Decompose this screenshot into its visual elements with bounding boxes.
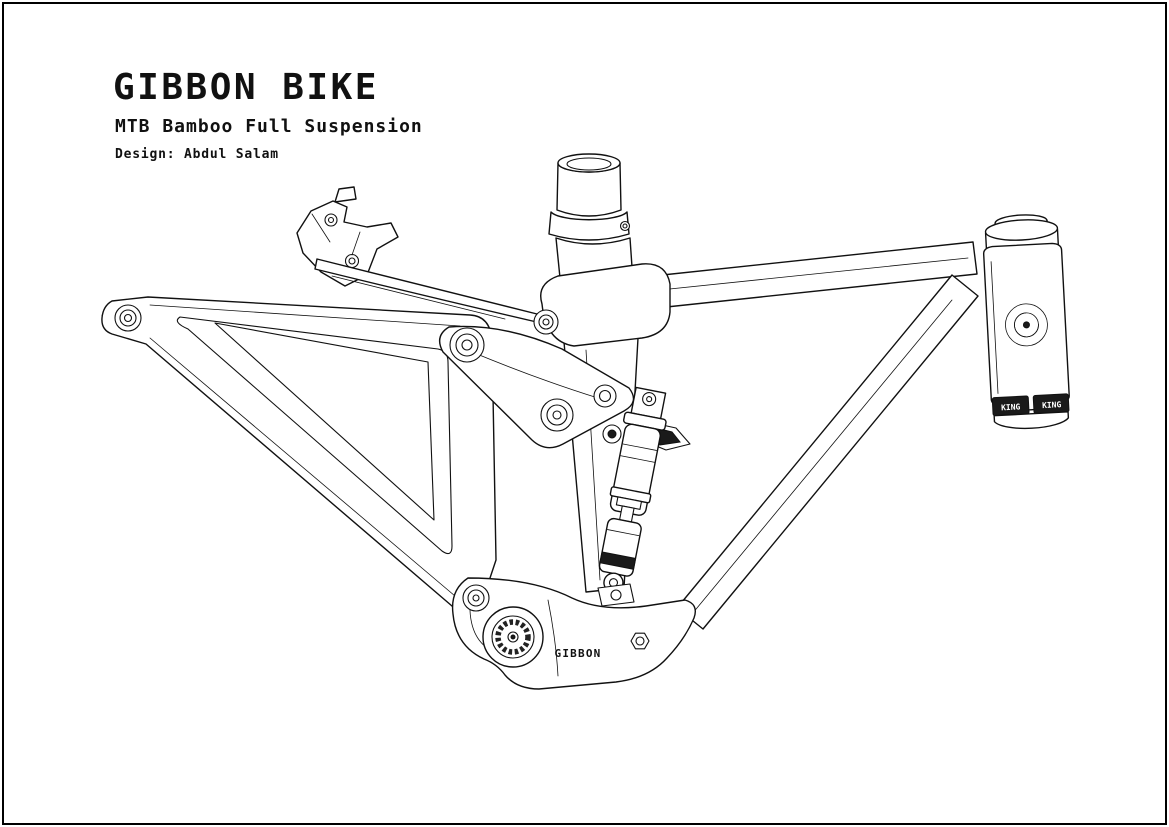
rear-shock bbox=[598, 386, 667, 593]
swingarm-bb-pivot bbox=[462, 584, 490, 612]
seatpost bbox=[556, 153, 622, 217]
top-tube bbox=[652, 241, 978, 309]
bottom-bracket-shell: GIBBON bbox=[451, 577, 697, 690]
shock-lower-mount bbox=[597, 583, 635, 607]
design-credit: Design: Abdul Salam bbox=[115, 147, 279, 162]
seatpost-opening bbox=[566, 157, 612, 171]
down-tube bbox=[676, 274, 979, 630]
spindle-splines bbox=[495, 619, 531, 655]
title-block: GIBBON BIKE MTB Bamboo Full Suspension D… bbox=[113, 67, 423, 163]
link-pin-bolt bbox=[593, 384, 617, 408]
rocker-pivot-bolt bbox=[540, 398, 574, 432]
head-badge-logo bbox=[1005, 303, 1048, 347]
page-title: GIBBON BIKE bbox=[113, 67, 379, 108]
rear-dropout-pivot bbox=[114, 304, 142, 332]
rocker-link bbox=[438, 309, 635, 449]
crank-spindle bbox=[482, 606, 544, 668]
page-subtitle: MTB Bamboo Full Suspension bbox=[115, 116, 423, 137]
seat-tube-pivot-bolt bbox=[533, 309, 559, 335]
headset-ring-text-right: KING bbox=[1042, 400, 1062, 410]
main-pivot-bolt bbox=[449, 327, 485, 363]
seat-cluster-lug bbox=[540, 263, 671, 347]
headset-top-cup bbox=[984, 219, 1059, 241]
headset-ring-text-left: KING bbox=[1001, 402, 1021, 412]
headset-bottom-cup bbox=[993, 411, 1070, 430]
head-tube-assembly: KING KING bbox=[982, 214, 1070, 430]
frame-logo-text: GIBBON bbox=[555, 647, 602, 660]
shell-hex-bolt bbox=[630, 632, 650, 650]
rear-swingarm bbox=[101, 296, 497, 617]
rebound-knob bbox=[602, 424, 622, 444]
seat-clamp-collar bbox=[548, 211, 631, 241]
shock-band bbox=[599, 551, 637, 570]
swingarm-far-stay bbox=[214, 322, 435, 521]
